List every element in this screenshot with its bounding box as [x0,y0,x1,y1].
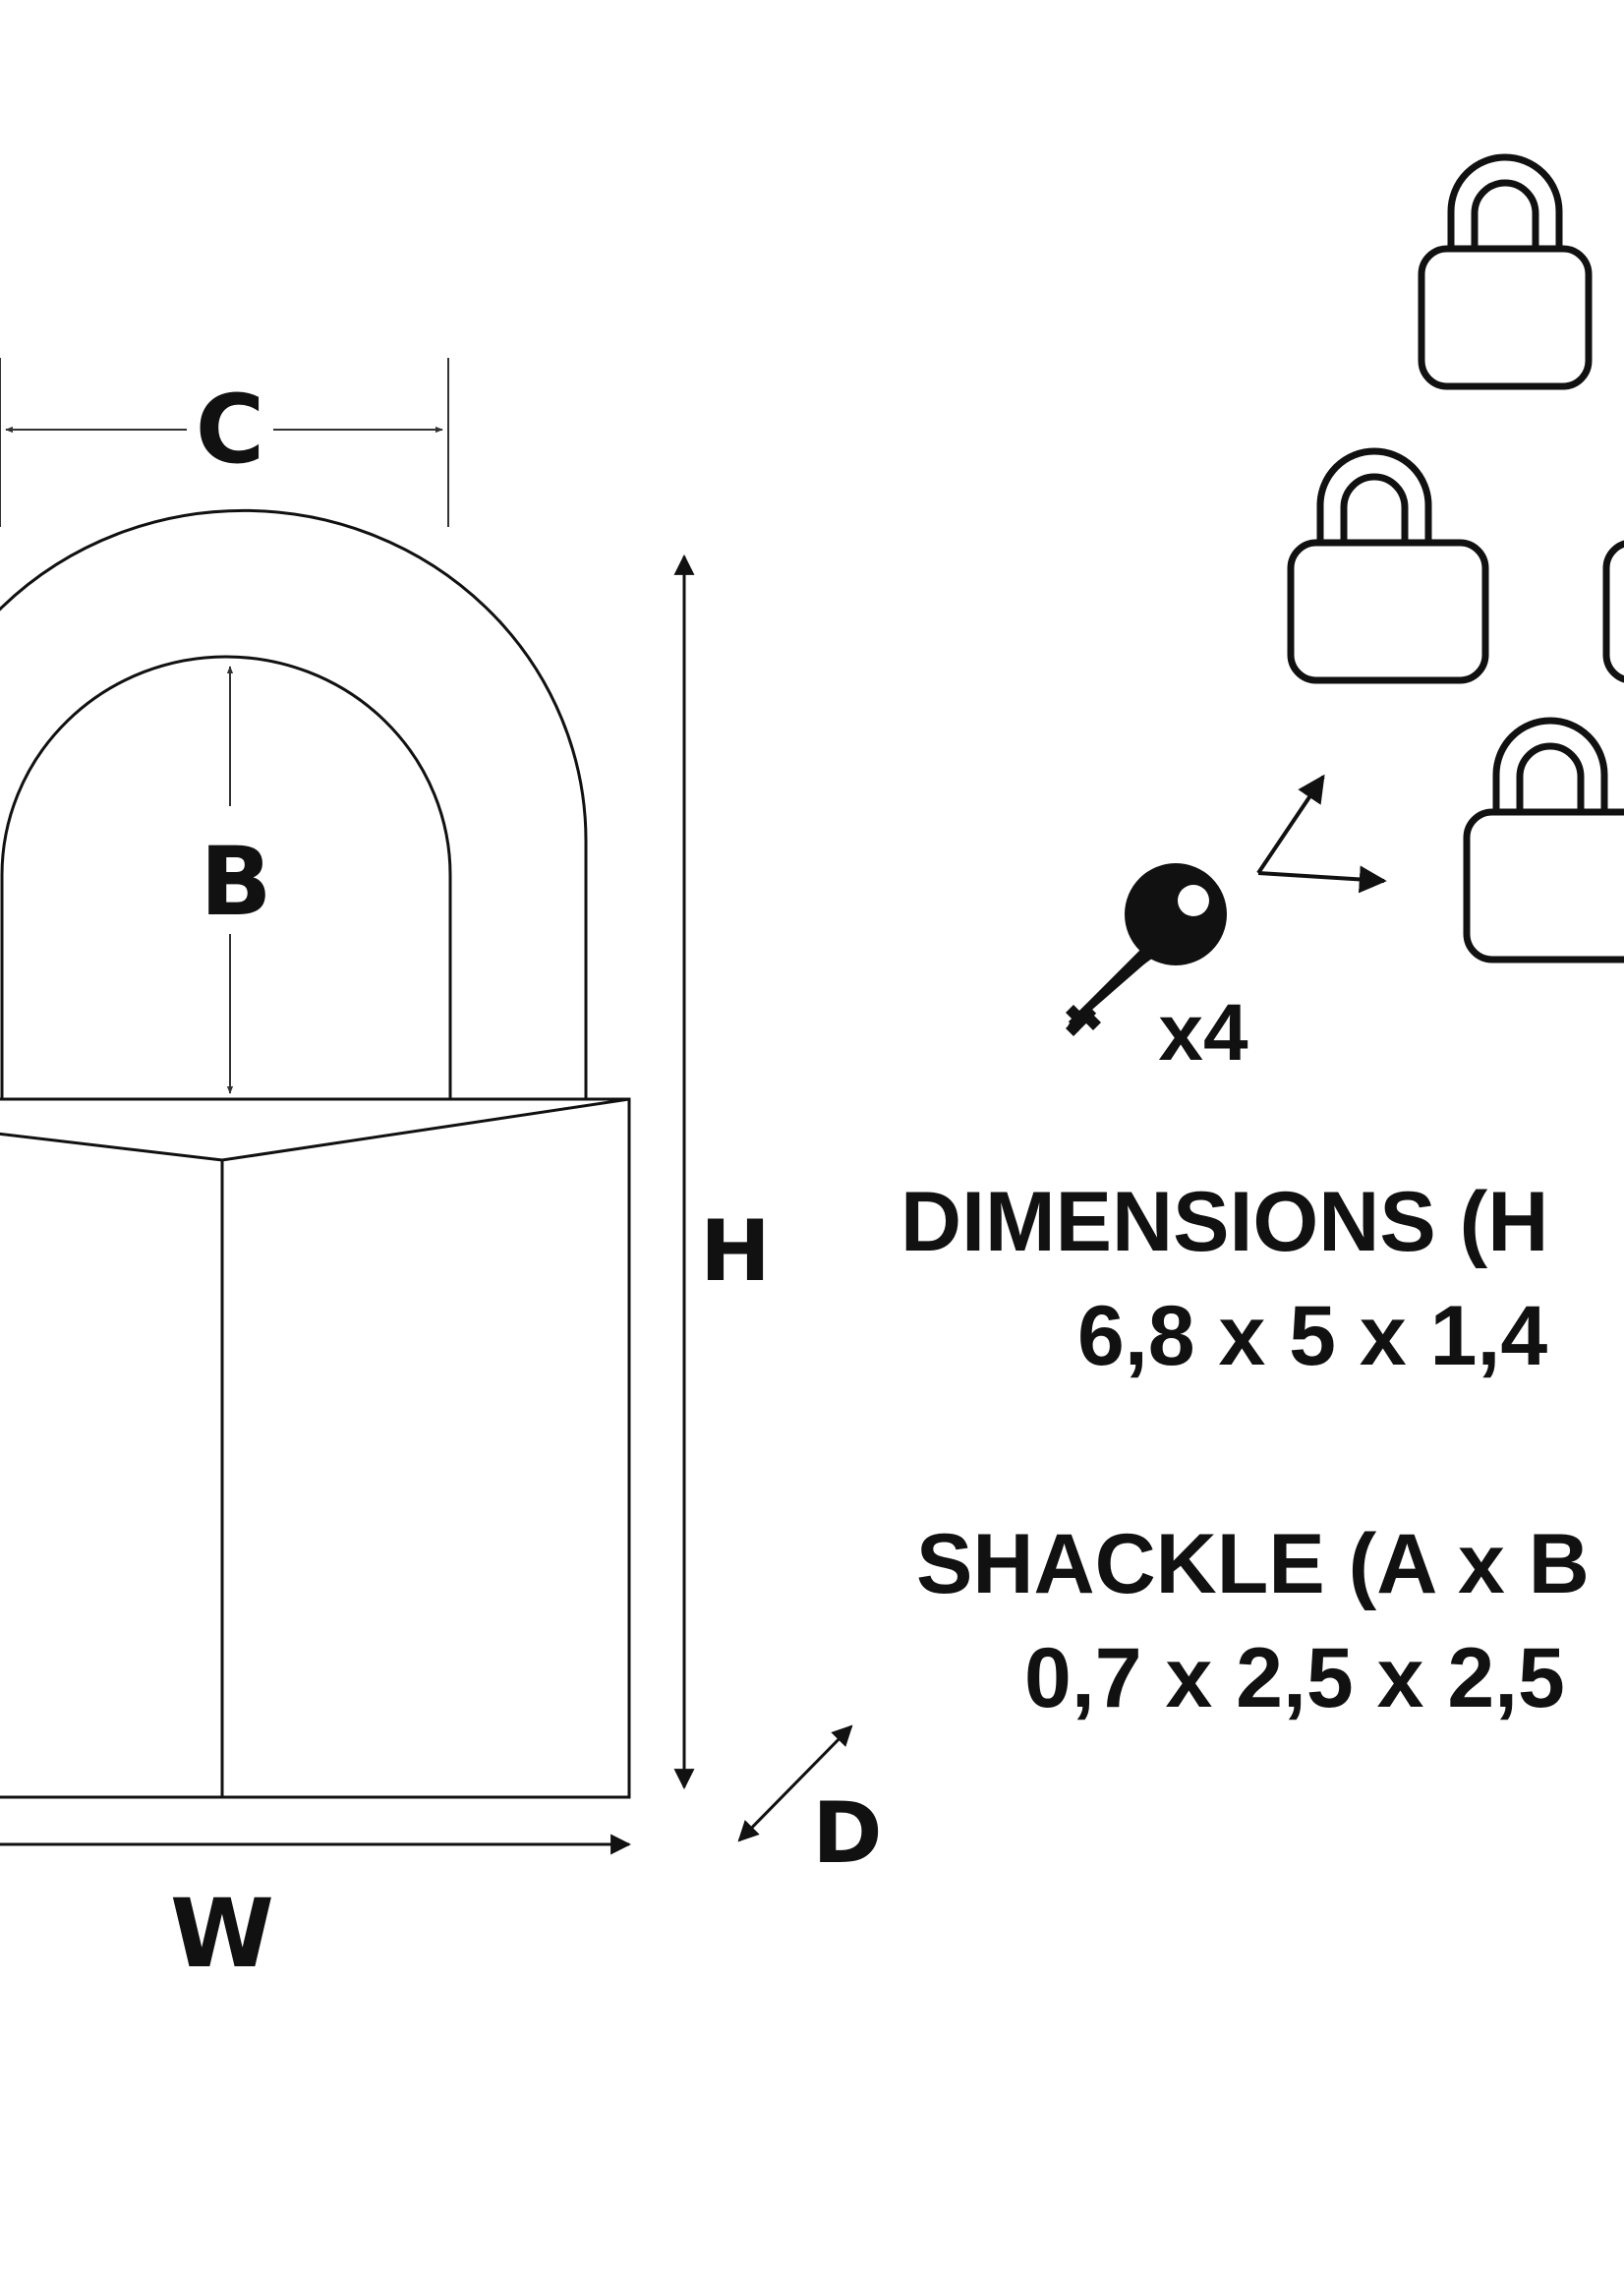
label-d: D [812,1784,882,1883]
label-b: B [200,827,271,937]
padlock-body [0,1097,631,1799]
dimensions-heading: DIMENSIONS (H [900,1175,1548,1269]
label-c: C [196,375,264,485]
label-h: H [700,1202,771,1301]
main-padlock-drawing [0,508,631,1799]
spec-block: DIMENSIONS (H 6,8 x 5 x 1,4 SHACKLE (A x… [900,1175,1590,1725]
dimension-b: B [200,666,272,1094]
label-w: W [170,1879,274,1989]
dimension-h: H [673,554,771,1790]
dimensions-value: 6,8 x 5 x 1,4 [1077,1289,1547,1383]
padlock-icon [1463,717,1624,963]
key-arrows [1256,774,1387,894]
padlock-icon [1602,540,1624,683]
shackle-outer [0,508,588,1099]
body-top-bevel [0,1097,630,1162]
dimension-d: D [737,1724,883,1883]
shackle-inner [0,655,452,1099]
padlock-icon [1418,153,1593,390]
dimension-c: C [0,358,449,527]
shackle-heading: SHACKLE (A x B [916,1517,1590,1611]
shackle-value: 0,7 x 2,5 x 2,5 [1024,1631,1565,1725]
key-icon [1066,863,1227,1036]
key-count: x4 [1158,988,1248,1078]
dimension-w: W [0,1834,632,1989]
padlock-icon-group [1287,153,1624,963]
padlock-icon [1287,447,1489,684]
